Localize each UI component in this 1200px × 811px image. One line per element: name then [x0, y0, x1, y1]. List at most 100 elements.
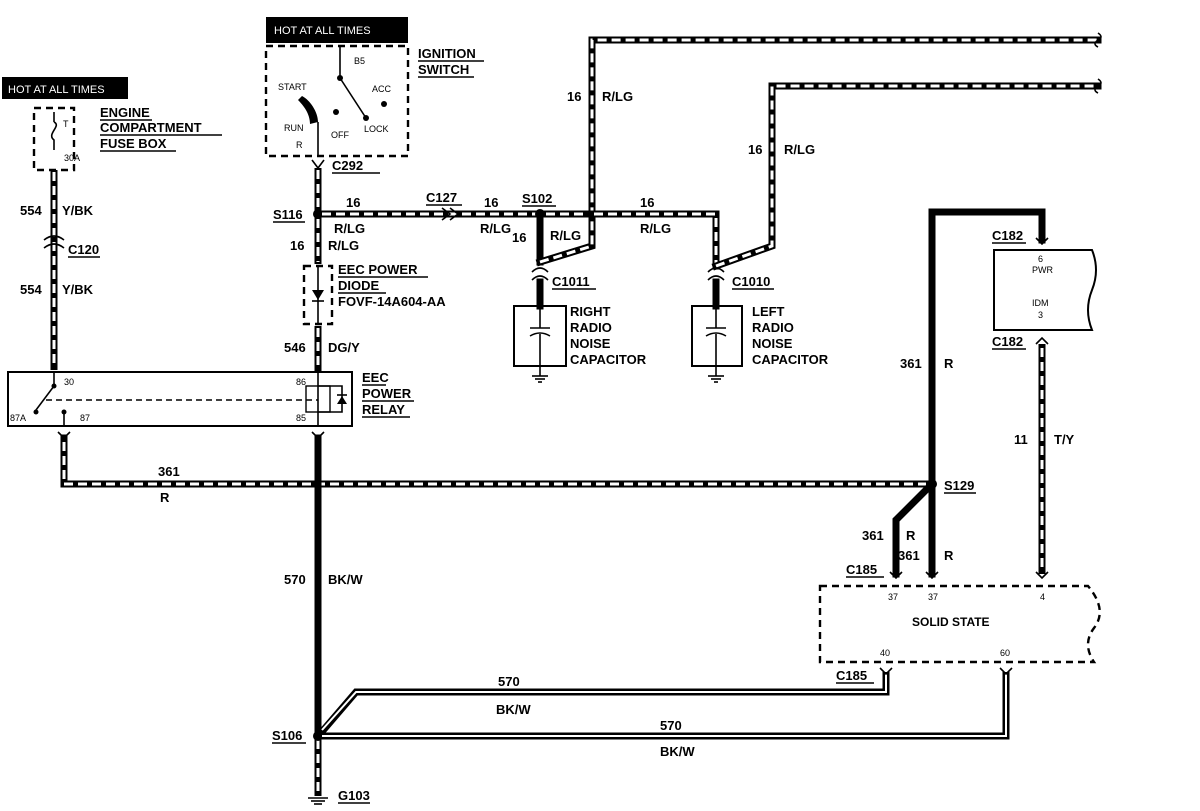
svg-text:T/Y: T/Y: [1054, 432, 1075, 447]
solid-state-module: C185 37 37 4 SOLID STATE 40 60: [818, 562, 1101, 664]
wire-570-bk-w-branch-b: 570 BK/W: [318, 672, 1010, 759]
svg-text:C182: C182: [992, 334, 1023, 349]
svg-text:NOISE: NOISE: [570, 336, 611, 351]
svg-text:C292: C292: [332, 158, 363, 173]
svg-text:C185: C185: [836, 668, 867, 683]
svg-text:16: 16: [748, 142, 762, 157]
svg-text:C185: C185: [846, 562, 877, 577]
wire-570-bk-w-vertical: 570 BK/W: [284, 434, 363, 796]
svg-text:30: 30: [64, 377, 74, 387]
svg-text:IGNITION: IGNITION: [418, 46, 476, 61]
right-radio-noise-capacitor: C1011 RIGHT RADIO NOISE CAPACITOR: [513, 267, 647, 383]
wire-16-r-lg-top-2: 16 R/LG: [711, 78, 1102, 271]
svg-text:NOISE: NOISE: [752, 336, 793, 351]
svg-text:40: 40: [880, 648, 890, 658]
svg-text:361: 361: [862, 528, 884, 543]
wire-554-y-bk: 554 Y/BK 554 Y/BK: [20, 170, 94, 370]
svg-text:R/LG: R/LG: [784, 142, 815, 157]
svg-text:HOT AT ALL TIMES: HOT AT ALL TIMES: [8, 84, 105, 96]
svg-text:16: 16: [512, 230, 526, 245]
idm-module: C182 6 PWR IDM 3 C182: [992, 228, 1097, 350]
svg-text:554: 554: [20, 282, 42, 297]
svg-text:FOVF-14A604-AA: FOVF-14A604-AA: [338, 294, 446, 309]
wire-546-dg-y: 546 DG/Y: [284, 326, 360, 372]
wire-11-t-y: 11 T/Y: [1014, 344, 1075, 574]
svg-text:T: T: [63, 119, 69, 129]
svg-text:R/LG: R/LG: [602, 89, 633, 104]
svg-text:B5: B5: [354, 56, 365, 66]
svg-text:OFF: OFF: [331, 130, 349, 140]
svg-text:30A: 30A: [64, 153, 80, 163]
svg-text:RUN: RUN: [284, 123, 304, 133]
hot-at-all-times-ignition-tag: HOT AT ALL TIMES: [266, 17, 408, 43]
svg-text:RADIO: RADIO: [752, 320, 794, 335]
svg-text:570: 570: [284, 572, 306, 587]
svg-text:SOLID STATE: SOLID STATE: [912, 615, 990, 629]
svg-text:BK/W: BK/W: [328, 572, 363, 587]
svg-text:ENGINE: ENGINE: [100, 105, 150, 120]
svg-text:CAPACITOR: CAPACITOR: [570, 352, 647, 367]
svg-text:R/LG: R/LG: [480, 221, 511, 236]
svg-text:LEFT: LEFT: [752, 304, 785, 319]
svg-text:361: 361: [158, 464, 180, 479]
hot-at-all-times-left-tag: HOT AT ALL TIMES: [2, 77, 128, 99]
svg-text:16: 16: [290, 238, 304, 253]
connector-c185-bottom: C185: [836, 667, 1013, 684]
svg-text:361: 361: [898, 548, 920, 563]
svg-text:R: R: [906, 528, 916, 543]
svg-text:361: 361: [900, 356, 922, 371]
svg-text:ACC: ACC: [372, 84, 392, 94]
engine-compartment-fuse-box: T 30A ENGINE COMPARTMENT FUSE BOX: [32, 105, 222, 172]
svg-text:SWITCH: SWITCH: [418, 62, 469, 77]
splice-s129: S129: [927, 478, 976, 494]
svg-text:R/LG: R/LG: [334, 221, 365, 236]
svg-text:EEC: EEC: [362, 370, 389, 385]
svg-text:16: 16: [567, 89, 581, 104]
svg-text:EEC POWER: EEC POWER: [338, 262, 418, 277]
svg-text:LOCK: LOCK: [364, 124, 389, 134]
svg-text:11: 11: [1014, 432, 1028, 447]
svg-text:G103: G103: [338, 788, 370, 803]
svg-text:554: 554: [20, 203, 42, 218]
svg-text:C1011: C1011: [552, 274, 590, 289]
svg-text:R: R: [944, 356, 954, 371]
svg-text:R/LG: R/LG: [640, 221, 671, 236]
ignition-switch: B5 ACC LOCK OFF START RUN R IGNITION SWI…: [264, 44, 484, 158]
svg-text:570: 570: [660, 718, 682, 733]
svg-text:HOT AT ALL TIMES: HOT AT ALL TIMES: [274, 25, 371, 37]
svg-text:60: 60: [1000, 648, 1010, 658]
svg-text:CAPACITOR: CAPACITOR: [752, 352, 829, 367]
svg-text:C120: C120: [68, 242, 99, 257]
svg-text:DIODE: DIODE: [338, 278, 380, 293]
svg-text:16: 16: [484, 195, 498, 210]
connector-c292: C292: [311, 158, 380, 174]
svg-text:3: 3: [1038, 310, 1043, 320]
wire-361-r-to-ss: 361 R 361 R: [862, 479, 954, 578]
svg-text:570: 570: [498, 674, 520, 689]
svg-text:546: 546: [284, 340, 306, 355]
svg-text:Y/BK: Y/BK: [62, 282, 94, 297]
wire-16-r-lg-top-1: 16 R/LG 16 R/LG: [512, 32, 1102, 267]
svg-text:COMPARTMENT: COMPARTMENT: [100, 120, 202, 135]
svg-text:R/LG: R/LG: [328, 238, 359, 253]
svg-text:S102: S102: [522, 191, 552, 206]
svg-text:6: 6: [1038, 254, 1043, 264]
left-radio-noise-capacitor: C1010 LEFT RADIO NOISE CAPACITOR: [691, 267, 829, 383]
svg-text:37: 37: [928, 592, 938, 602]
svg-text:DG/Y: DG/Y: [328, 340, 360, 355]
svg-text:Y/BK: Y/BK: [62, 203, 94, 218]
svg-text:BK/W: BK/W: [496, 702, 531, 717]
eec-power-relay: 30 87A 87 86 85 EEC POWER RELAY: [7, 370, 414, 440]
svg-text:RADIO: RADIO: [570, 320, 612, 335]
wire-361-r-vertical: 361 R: [900, 208, 1046, 578]
svg-text:FUSE BOX: FUSE BOX: [100, 136, 167, 151]
svg-text:16: 16: [640, 195, 654, 210]
svg-text:85: 85: [296, 413, 306, 423]
wire-16-r-lg-to-c1010: 16 R/LG: [586, 195, 720, 270]
svg-text:87A: 87A: [10, 413, 26, 423]
connector-c120: C120: [43, 235, 100, 258]
svg-text:S106: S106: [272, 728, 302, 743]
wire-570-bk-w-branch-a: 570 BK/W: [317, 672, 890, 737]
